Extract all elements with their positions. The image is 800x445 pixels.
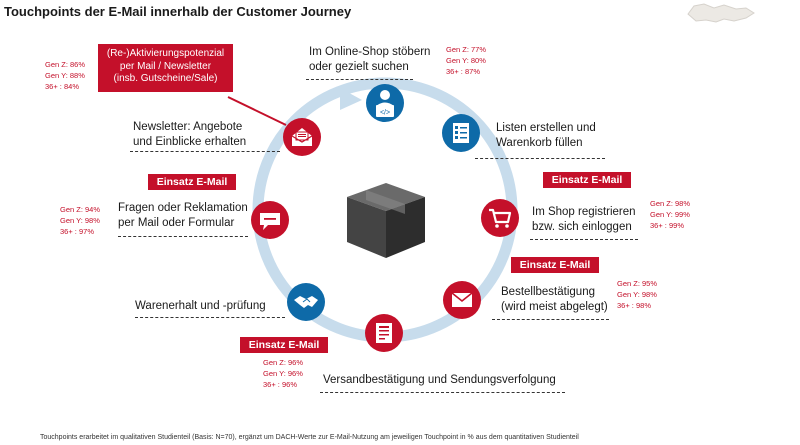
dash-listen [475,158,605,159]
envelope-icon [443,281,481,319]
badge-bestellbestaetigung: Einsatz E-Mail [511,257,599,273]
versand-stat-genz: Gen Z: 96% [263,358,304,367]
checklist-icon [442,114,480,152]
reklamation-stats: Gen Z: 94% Gen Y: 98% 36+ : 97% [60,204,100,237]
bestellbestaetigung-stat-36plus: 36+ : 98% [617,301,651,310]
person-laptop-icon: </> [366,84,404,122]
versand-stats: Gen Z: 96% Gen Y: 96% 36+ : 96% [263,357,303,390]
versand-stat-36plus: 36+ : 96% [263,380,297,389]
bestellbestaetigung-label: Bestellbestätigung (wird meist abgelegt) [501,285,608,315]
badge-versand: Einsatz E-Mail [240,337,328,353]
registrieren-label: Im Shop registrieren bzw. sich einloggen [532,205,636,235]
shopping-cart-icon [481,199,519,237]
newsletter-stat-36plus: 36+ : 84% [45,82,79,91]
chat-bubble-icon [251,201,289,239]
registrieren-label-line-1: Im Shop registrieren [532,206,636,218]
online-shop-label-line-2: oder gezielt suchen [309,61,409,73]
reklamation-label: Fragen oder Reklamation per Mail oder Fo… [118,201,248,231]
footnote: Touchpoints erarbeitet im qualitativen S… [40,434,579,441]
dash-online-shop [306,79,413,80]
dash-versand [320,392,565,393]
bestellbestaetigung-label-line-2: (wird meist abgelegt) [501,301,608,313]
online-shop-stats: Gen Z: 77% Gen Y: 80% 36+ : 87% [446,44,486,77]
page-title: Touchpoints der E-Mail innerhalb der Cus… [4,4,352,19]
callout-line-2: per Mail / Newsletter [119,60,212,72]
bestellbestaetigung-label-line-1: Bestellbestätigung [501,286,595,298]
online-shop-stat-36plus: 36+ : 87% [446,67,480,76]
dash-bestellbestaetigung [492,319,609,320]
versand-stat-geny: Gen Y: 96% [263,369,303,378]
handshake-icon [287,283,325,321]
newsletter-stats: Gen Z: 86% Gen Y: 88% 36+ : 84% [45,59,85,92]
newsletter-label-line-1: Newsletter: Angebote [133,121,243,133]
registrieren-label-line-2: bzw. sich einloggen [532,221,632,233]
versand-label: Versandbestätigung und Sendungsverfolgun… [323,373,556,388]
badge-registrieren: Einsatz E-Mail [543,172,631,188]
listen-label: Listen erstellen und Warenkorb füllen [496,121,596,151]
newsletter-stat-genz: Gen Z: 86% [45,60,86,69]
reklamation-stat-genz: Gen Z: 94% [60,205,101,214]
open-envelope-icon [283,118,321,156]
callout-line-3: (insb. Gutscheine/Sale) [113,73,218,84]
listen-label-line-2: Warenkorb füllen [496,137,583,149]
bestellbestaetigung-stat-genz: Gen Z: 95% [617,279,658,288]
dash-reklamation [118,236,248,237]
reklamation-stat-geny: Gen Y: 98% [60,216,100,225]
versand-label-line-1: Versandbestätigung und Sendungsverfolgun… [323,374,556,386]
registrieren-stat-geny: Gen Y: 99% [650,210,690,219]
package-box-icon [347,183,425,258]
svg-text:</>: </> [380,110,390,117]
dach-map-icon [687,3,755,23]
online-shop-stat-genz: Gen Z: 77% [446,45,487,54]
badge-reklamation: Einsatz E-Mail [148,174,236,190]
dash-registrieren [530,239,638,240]
reklamation-stat-36plus: 36+ : 97% [60,227,94,236]
online-shop-label: Im Online-Shop stöbern oder gezielt such… [309,45,430,75]
newsletter-stat-geny: Gen Y: 88% [45,71,85,80]
bestellbestaetigung-stats: Gen Z: 95% Gen Y: 98% 36+ : 98% [617,278,657,311]
reklamation-label-line-1: Fragen oder Reklamation [118,202,248,214]
reactivation-callout: (Re-)Aktivierungspotenzial per Mail / Ne… [98,44,233,92]
registrieren-stats: Gen Z: 98% Gen Y: 99% 36+ : 99% [650,198,690,231]
reklamation-label-line-2: per Mail oder Formular [118,217,235,229]
online-shop-stat-geny: Gen Y: 80% [446,56,486,65]
newsletter-label: Newsletter: Angebote und Einblicke erhal… [133,120,246,150]
newsletter-label-line-2: und Einblicke erhalten [133,136,247,148]
callout-connector [227,96,287,126]
callout-line-1: (Re-)Aktivierungspotenzial [106,48,225,59]
document-list-icon [365,314,403,352]
warenerhalt-label-line-1: Warenerhalt und -prüfung [135,300,266,312]
registrieren-stat-genz: Gen Z: 98% [650,199,691,208]
dash-newsletter [130,151,280,152]
dash-warenerhalt [135,317,285,318]
warenerhalt-label: Warenerhalt und -prüfung [135,299,266,314]
online-shop-label-line-1: Im Online-Shop stöbern [309,46,431,58]
ring-arrow-head [340,88,362,110]
registrieren-stat-36plus: 36+ : 99% [650,221,684,230]
bestellbestaetigung-stat-geny: Gen Y: 98% [617,290,657,299]
listen-label-line-1: Listen erstellen und [496,122,596,134]
